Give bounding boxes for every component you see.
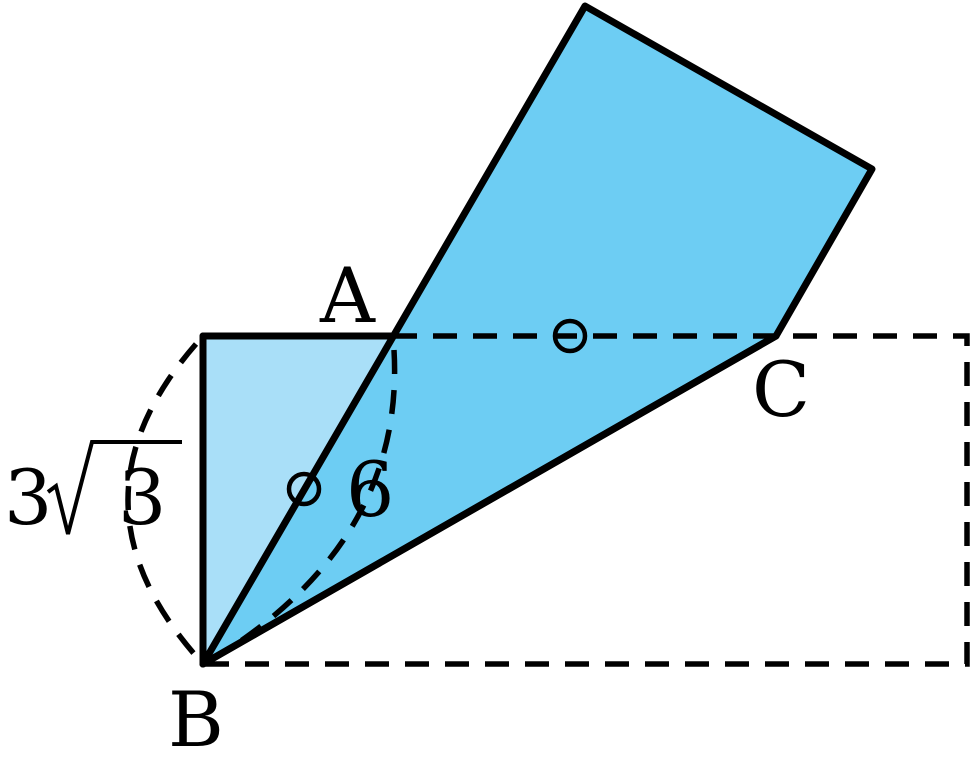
folded-flap-region [203,6,872,664]
fold-crease-BC [199,332,780,668]
diagonal-length-label: 6 [346,445,394,534]
radical-sign [46,440,182,535]
height-label-coefficient: 3 [4,453,52,542]
equal-mark-circle-diagonal [286,471,322,507]
diagonal-measure-arc [213,349,398,661]
original-rectangle-outline [203,333,970,667]
point-label-A: A [319,251,376,340]
height-label-radicand: 3 [118,453,166,542]
height-measure-arc [125,342,199,658]
equal-mark-circle-top [552,318,588,354]
point-label-C: C [752,345,810,434]
point-label-B: B [168,675,224,764]
